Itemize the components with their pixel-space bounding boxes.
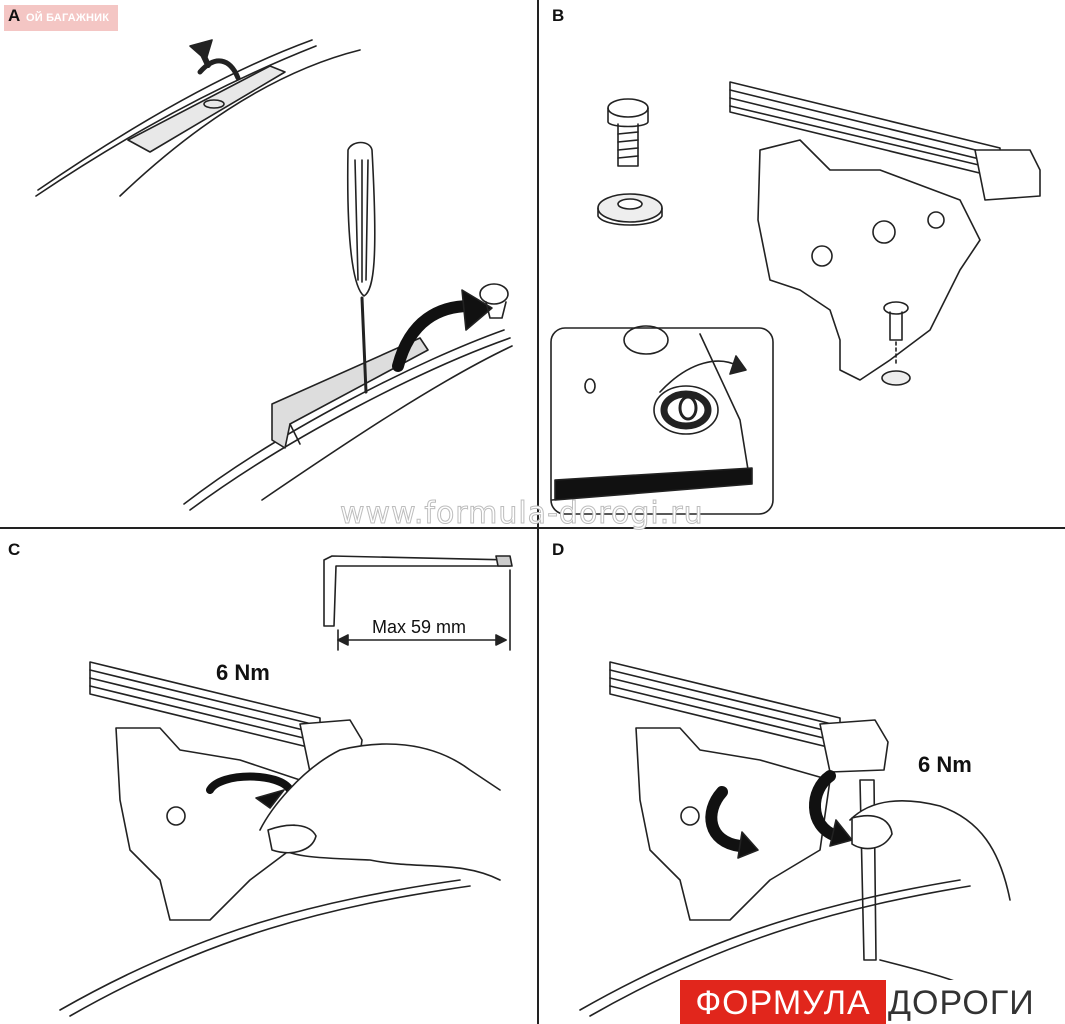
site-badge: ОЙ БАГАЖНИК <box>4 5 118 31</box>
watermark: www.formula-dorogi.ru <box>340 496 704 532</box>
panel-a-illustration <box>35 39 513 511</box>
torque-label-c: 6 Nm <box>216 660 270 685</box>
panel-label-a: A <box>8 6 21 25</box>
torque-label-d: 6 Nm <box>918 752 972 777</box>
logo-part-red: ФОРМУЛА <box>680 980 886 1024</box>
panel-label-d: D <box>552 540 565 559</box>
panel-d-illustration <box>579 661 1011 1017</box>
logo-part-dark: ДОРОГИ <box>888 980 1065 1024</box>
panel-label-c: C <box>8 540 21 559</box>
horizontal-divider <box>0 527 1065 529</box>
max-length-label: Max 59 mm <box>372 617 467 637</box>
panel-label-b: B <box>552 6 565 25</box>
panel-c-illustration <box>59 555 513 1017</box>
panel-b-illustration <box>550 81 1041 515</box>
vertical-divider <box>537 0 539 1024</box>
